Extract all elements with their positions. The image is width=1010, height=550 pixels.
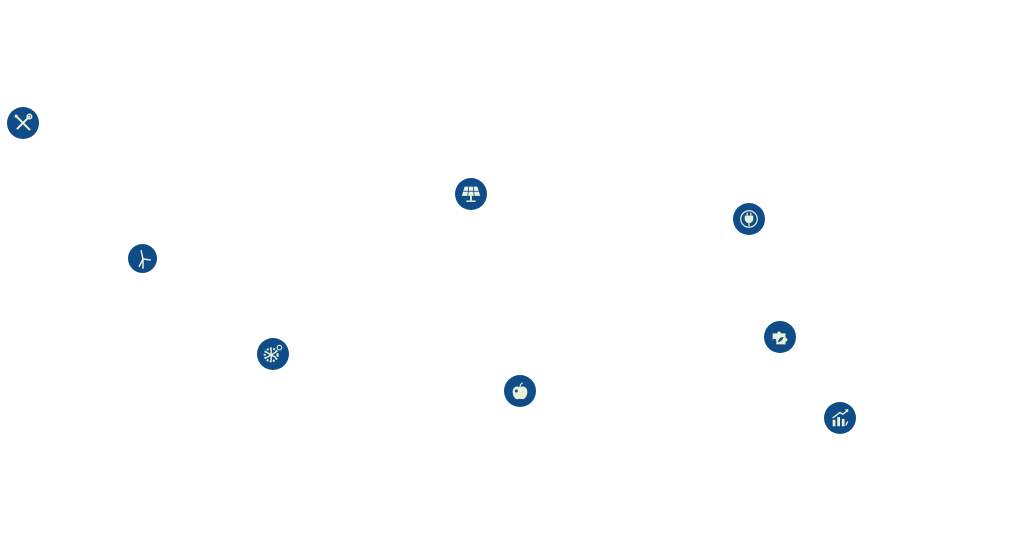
plug-icon bbox=[740, 210, 758, 228]
marker-plug[interactable] bbox=[733, 203, 765, 235]
marker-solar-panel[interactable] bbox=[455, 178, 487, 210]
marker-gear-snowflake[interactable] bbox=[257, 338, 289, 370]
gear-snowflake-icon bbox=[263, 344, 283, 363]
puzzle-leaf-icon bbox=[772, 331, 788, 345]
growth-chart-icon bbox=[832, 408, 849, 427]
marker-tools[interactable] bbox=[7, 107, 39, 139]
wind-turbine-icon bbox=[138, 249, 151, 269]
marker-growth-chart[interactable] bbox=[824, 402, 856, 434]
marker-apple[interactable] bbox=[504, 375, 536, 407]
marker-wind-turbine[interactable] bbox=[128, 244, 157, 273]
tools-icon bbox=[14, 113, 33, 131]
solar-panel-icon bbox=[461, 186, 481, 202]
marker-puzzle-leaf[interactable] bbox=[764, 321, 796, 353]
apple-icon bbox=[512, 382, 528, 400]
